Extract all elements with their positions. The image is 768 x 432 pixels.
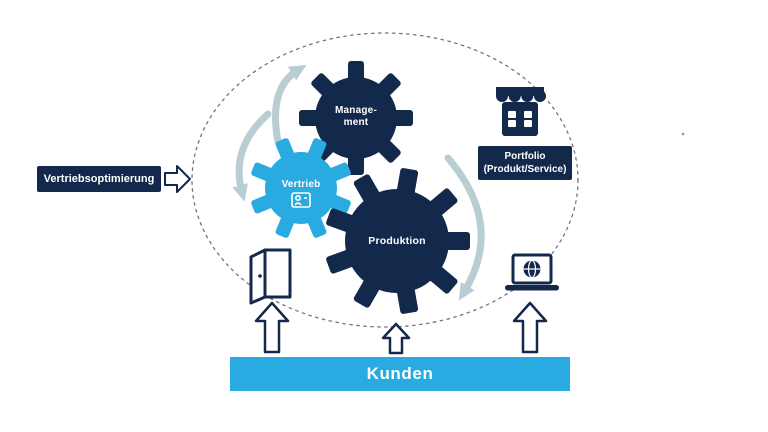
id-card-icon [291, 192, 311, 208]
management-gear [299, 61, 413, 175]
produktion-gear [326, 168, 470, 314]
arc-top [272, 64, 307, 146]
vertriebsoptimierung-box: Vertriebsoptimierung [37, 166, 161, 192]
vertriebsoptimierung-label: Vertriebsoptimierung [43, 173, 155, 185]
stray-dot [681, 132, 685, 136]
laptop-globe-icon [505, 253, 559, 291]
kunden-label: Kunden [366, 364, 434, 383]
portfolio-box: Portfolio (Produkt/Service) [478, 146, 572, 180]
door-icon [249, 248, 292, 305]
kunden-bar: Kunden [230, 357, 570, 391]
arc-left [232, 110, 272, 202]
right-arrow-icon [164, 165, 191, 193]
arc-right [444, 154, 485, 301]
store-icon [496, 87, 546, 136]
vertrieb-gear [251, 138, 351, 238]
up-arrow-middle [381, 322, 411, 355]
up-arrows [254, 301, 548, 355]
up-arrow-left [254, 301, 290, 354]
system-boundary-ellipse [191, 32, 579, 328]
up-arrow-right [512, 301, 548, 354]
rotation-arcs [232, 64, 485, 301]
